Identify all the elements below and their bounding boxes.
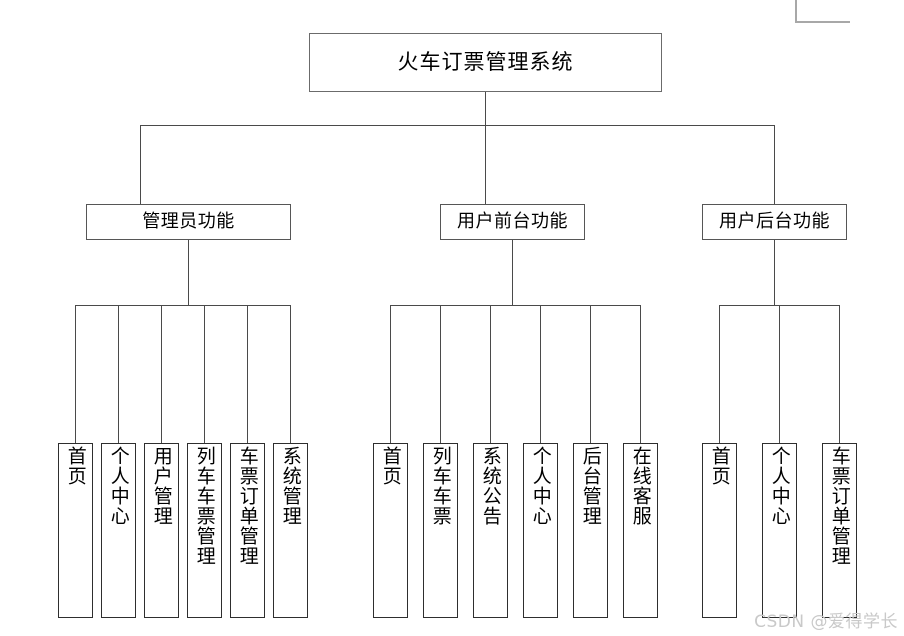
connector-leaf-a0-drop — [75, 305, 76, 443]
leaf-node-label: 个人中心 — [529, 446, 552, 526]
connector-leaf-a3-drop — [204, 305, 205, 443]
leaf-node-label: 用户管理 — [150, 446, 173, 526]
branch-node-label: 管理员功能 — [142, 211, 235, 232]
connector-branch-2-stem — [774, 240, 775, 305]
connector-level1-bus — [140, 125, 774, 126]
leaf-node-backend-ticket-order-management: 车票订单管理 — [822, 443, 857, 618]
branch-node-label: 用户后台功能 — [719, 211, 830, 232]
leaf-node-label: 在线客服 — [629, 446, 652, 526]
leaf-node-label: 首页 — [64, 446, 87, 486]
leaf-node-admin-ticket-order-management: 车票订单管理 — [230, 443, 265, 618]
connector-branch-0-drop — [140, 125, 141, 204]
branch-node-user-frontend-functions: 用户前台功能 — [440, 204, 585, 240]
connector-branch-0-stem — [188, 240, 189, 305]
watermark-text: CSDN @爱得学长 — [754, 612, 898, 632]
leaf-node-admin-user-management: 用户管理 — [144, 443, 179, 618]
connector-branch-1-bus — [390, 305, 640, 306]
leaf-node-admin-train-ticket-management: 列车车票管理 — [187, 443, 222, 618]
connector-leaf-c1-drop — [779, 305, 780, 443]
connector-leaf-b3-drop — [540, 305, 541, 443]
connector-root-stem — [485, 92, 486, 125]
connector-leaf-b0-drop — [390, 305, 391, 443]
branch-node-admin-functions: 管理员功能 — [86, 204, 291, 240]
connector-branch-1-drop — [485, 125, 486, 204]
leaf-node-label: 系统管理 — [279, 446, 302, 526]
connector-branch-0-bus — [75, 305, 290, 306]
leaf-node-admin-system-management: 系统管理 — [273, 443, 308, 618]
leaf-node-label: 个人中心 — [768, 446, 791, 526]
connector-leaf-a2-drop — [161, 305, 162, 443]
leaf-node-label: 车票订单管理 — [236, 446, 259, 566]
leaf-node-user-system-announcement: 系统公告 — [473, 443, 508, 618]
leaf-node-user-personal-center: 个人中心 — [523, 443, 558, 618]
connector-leaf-a1-drop — [118, 305, 119, 443]
connector-branch-1-stem — [512, 240, 513, 305]
connector-leaf-b5-drop — [640, 305, 641, 443]
connector-leaf-b4-drop — [590, 305, 591, 443]
leaf-node-label: 列车车票管理 — [193, 446, 216, 566]
leaf-node-label: 后台管理 — [579, 446, 602, 526]
leaf-node-user-online-service: 在线客服 — [623, 443, 658, 618]
leaf-node-admin-home: 首页 — [58, 443, 93, 618]
connector-leaf-a5-drop — [290, 305, 291, 443]
branch-node-user-backend-functions: 用户后台功能 — [702, 204, 847, 240]
leaf-node-user-home: 首页 — [373, 443, 408, 618]
leaf-node-label: 首页 — [708, 446, 731, 486]
leaf-node-label: 系统公告 — [479, 446, 502, 526]
leaf-node-backend-personal-center: 个人中心 — [762, 443, 797, 618]
connector-leaf-b1-drop — [440, 305, 441, 443]
root-node-system-title: 火车订票管理系统 — [309, 33, 662, 92]
leaf-node-label: 车票订单管理 — [828, 446, 851, 566]
leaf-node-admin-personal-center: 个人中心 — [101, 443, 136, 618]
leaf-node-label: 首页 — [379, 446, 402, 486]
connector-leaf-a4-drop — [247, 305, 248, 443]
connector-leaf-c0-drop — [719, 305, 720, 443]
connector-branch-2-drop — [774, 125, 775, 204]
leaf-node-user-train-tickets: 列车车票 — [423, 443, 458, 618]
leaf-node-user-backend-management: 后台管理 — [573, 443, 608, 618]
corner-artifact — [795, 0, 850, 23]
leaf-node-label: 个人中心 — [107, 446, 130, 526]
leaf-node-backend-home: 首页 — [702, 443, 737, 618]
root-node-label: 火车订票管理系统 — [397, 50, 574, 74]
branch-node-label: 用户前台功能 — [457, 211, 568, 232]
connector-leaf-c2-drop — [839, 305, 840, 443]
leaf-node-label: 列车车票 — [429, 446, 452, 526]
connector-leaf-b2-drop — [490, 305, 491, 443]
